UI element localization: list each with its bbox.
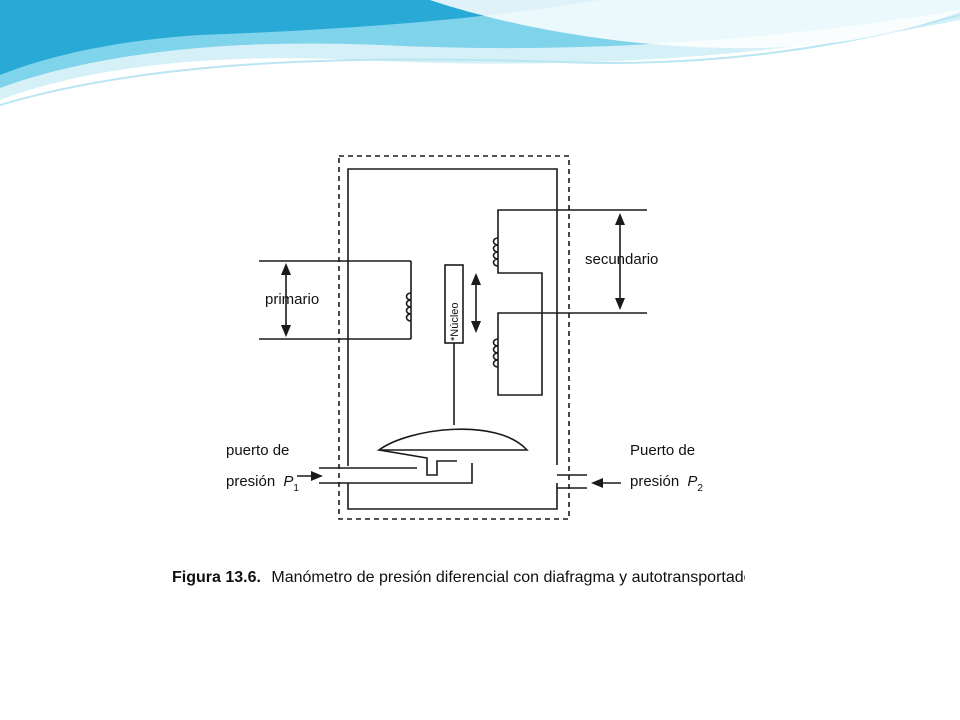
diaphragm-assembly (376, 428, 529, 476)
right-port-duct (557, 474, 587, 489)
figure-caption-text: Manómetro de presión diferencial con dia… (271, 569, 745, 586)
secondary-coil-circuit: secundario (492, 209, 658, 396)
primary-coil-icon (405, 292, 412, 322)
figure-caption: Figura 13.6. Manómetro de presión difere… (172, 569, 745, 586)
left-port-arrow-icon (311, 471, 323, 481)
puerto-left-line1: puerto de (226, 442, 289, 459)
puerto-right-sub: 2 (697, 483, 703, 494)
secondary-upper-loop (497, 209, 647, 396)
nucleo-label: *Núcleo (449, 302, 461, 341)
header-wave-white (430, 0, 960, 49)
left-port-duct (319, 463, 473, 484)
core-arrow-down (471, 321, 481, 333)
diaphragm-stem (378, 449, 457, 476)
slide-header-swoosh (0, 0, 960, 106)
right-pressure-port: Puerto de presión P2 (557, 442, 703, 494)
secondary-arrow-down (615, 298, 625, 310)
puerto-left-var: P (283, 473, 293, 490)
core-assembly: *Núcleo (444, 264, 481, 425)
puerto-right-line1: Puerto de (630, 442, 695, 459)
secondary-coil-bottom-icon (492, 338, 499, 368)
left-pressure-port: puerto de presión P1 (226, 442, 473, 494)
puerto-right-var: P (687, 473, 697, 490)
puerto-left-presion: presión (226, 473, 275, 490)
diaphragm-dome (376, 428, 529, 451)
figure-panel: primario *Núcleo secundario (147, 95, 745, 630)
puerto-right-presion: presión (630, 473, 679, 490)
primary-arrow-down (281, 325, 291, 337)
primary-coil-circuit: primario (259, 260, 412, 340)
differential-pressure-diagram: primario *Núcleo secundario (172, 155, 745, 586)
secondary-coil-top-icon (492, 237, 499, 267)
puerto-left-sub: 1 (293, 483, 299, 494)
primario-label: primario (265, 291, 319, 308)
figure-caption-label: Figura 13.6. (172, 569, 261, 586)
core-arrow-up (471, 273, 481, 285)
secondary-arrow-up (615, 213, 625, 225)
puerto-left-line2: presión P1 (226, 473, 299, 494)
puerto-right-line2: presión P2 (630, 473, 703, 494)
secundario-label: secundario (585, 251, 658, 268)
inner-chamber-wall (347, 168, 558, 510)
header-wave-deep (0, 0, 600, 75)
primary-arrow-up (281, 263, 291, 275)
right-port-arrow-icon (591, 478, 603, 488)
header-wave-line (0, 14, 960, 106)
